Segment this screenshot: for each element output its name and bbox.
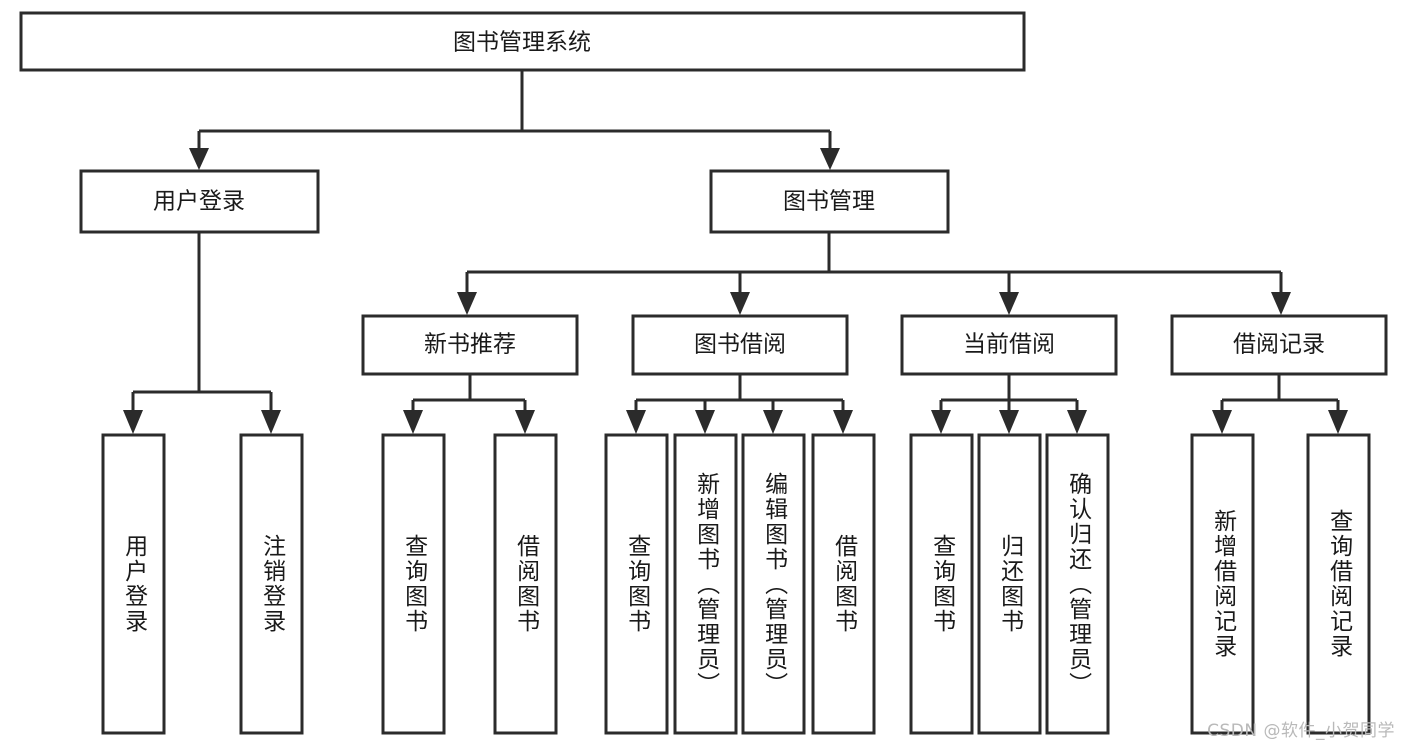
node-borrow-record[interactable]: 借阅记录: [1170, 314, 1388, 376]
node-root[interactable]: 图书管理系统: [19, 11, 1026, 72]
leaf-box-add-book-admin[interactable]: [673, 433, 738, 735]
node-current-borrow-label: 当前借阅: [963, 332, 1055, 358]
arrow-head-icon: [515, 410, 535, 434]
arrow-head-icon: [626, 410, 646, 434]
node-new-book-recommend-box[interactable]: [361, 314, 579, 376]
leaf-box-user-login[interactable]: [101, 433, 166, 735]
leaf-box-add-borrow-record[interactable]: [1190, 433, 1255, 735]
leaf-box-logout[interactable]: [239, 433, 304, 735]
node-user-login-label: 用户登录: [153, 189, 245, 215]
leaf-box-query-book-bb[interactable]: [604, 433, 669, 735]
connector-current-borrow-to-leaves: [931, 374, 1087, 434]
csdn-watermark: CSDN @软件_小贺同学: [1207, 721, 1395, 741]
connector-new-book-recommend-to-leaves: [403, 374, 535, 434]
connector-borrow-record-to-leaves: [1212, 374, 1348, 434]
node-user-login-box[interactable]: [79, 169, 320, 234]
arrow-head-icon: [999, 292, 1019, 315]
leaf-box-query-book-nbr[interactable]: [381, 433, 446, 735]
connector-user-login-to-leaves: [123, 232, 281, 434]
leaf-box-return-book[interactable]: [977, 433, 1042, 735]
arrow-head-icon: [1067, 410, 1087, 434]
node-book-borrow[interactable]: 图书借阅: [631, 314, 849, 376]
arrow-head-icon: [763, 410, 783, 434]
arrow-head-icon: [833, 410, 853, 434]
arrow-head-icon: [261, 410, 281, 434]
connector-book-management-to-level2: [457, 232, 1291, 315]
arrow-head-icon: [457, 292, 477, 315]
arrow-head-icon: [1328, 410, 1348, 434]
arrow-head-icon: [999, 410, 1019, 434]
leaf-box-confirm-return-admin[interactable]: [1045, 433, 1110, 735]
arrow-head-icon: [931, 410, 951, 434]
node-root-label: 图书管理系统: [453, 30, 591, 56]
leaf-box-borrow-book-nbr[interactable]: [493, 433, 558, 735]
arrow-head-icon: [820, 148, 840, 170]
node-new-book-recommend[interactable]: 新书推荐: [361, 314, 579, 376]
arrow-head-icon: [123, 410, 143, 434]
node-root-box[interactable]: [19, 11, 1026, 72]
node-user-login[interactable]: 用户登录: [79, 169, 320, 234]
arrow-head-icon: [1271, 292, 1291, 315]
node-borrow-record-label: 借阅记录: [1233, 332, 1325, 358]
node-current-borrow-box[interactable]: [900, 314, 1118, 376]
arrow-head-icon: [695, 410, 715, 434]
leaf-box-query-book-cb[interactable]: [909, 433, 974, 735]
node-current-borrow[interactable]: 当前借阅: [900, 314, 1118, 376]
leaf-box-query-borrow-record[interactable]: [1306, 433, 1371, 735]
node-book-management[interactable]: 图书管理: [709, 169, 950, 234]
node-new-book-recommend-label: 新书推荐: [424, 332, 516, 358]
leaf-box-edit-book-admin[interactable]: [741, 433, 806, 735]
arrow-head-icon: [1212, 410, 1232, 434]
arrow-head-icon: [730, 292, 750, 315]
arrow-head-icon: [403, 410, 423, 434]
node-book-borrow-label: 图书借阅: [694, 332, 786, 358]
connector-book-borrow-to-leaves: [626, 374, 853, 434]
arrow-head-icon: [189, 148, 209, 170]
node-book-management-label: 图书管理: [783, 189, 875, 215]
leaf-box-borrow-book-bb[interactable]: [811, 433, 876, 735]
connector-root-to-level1: [189, 70, 840, 170]
